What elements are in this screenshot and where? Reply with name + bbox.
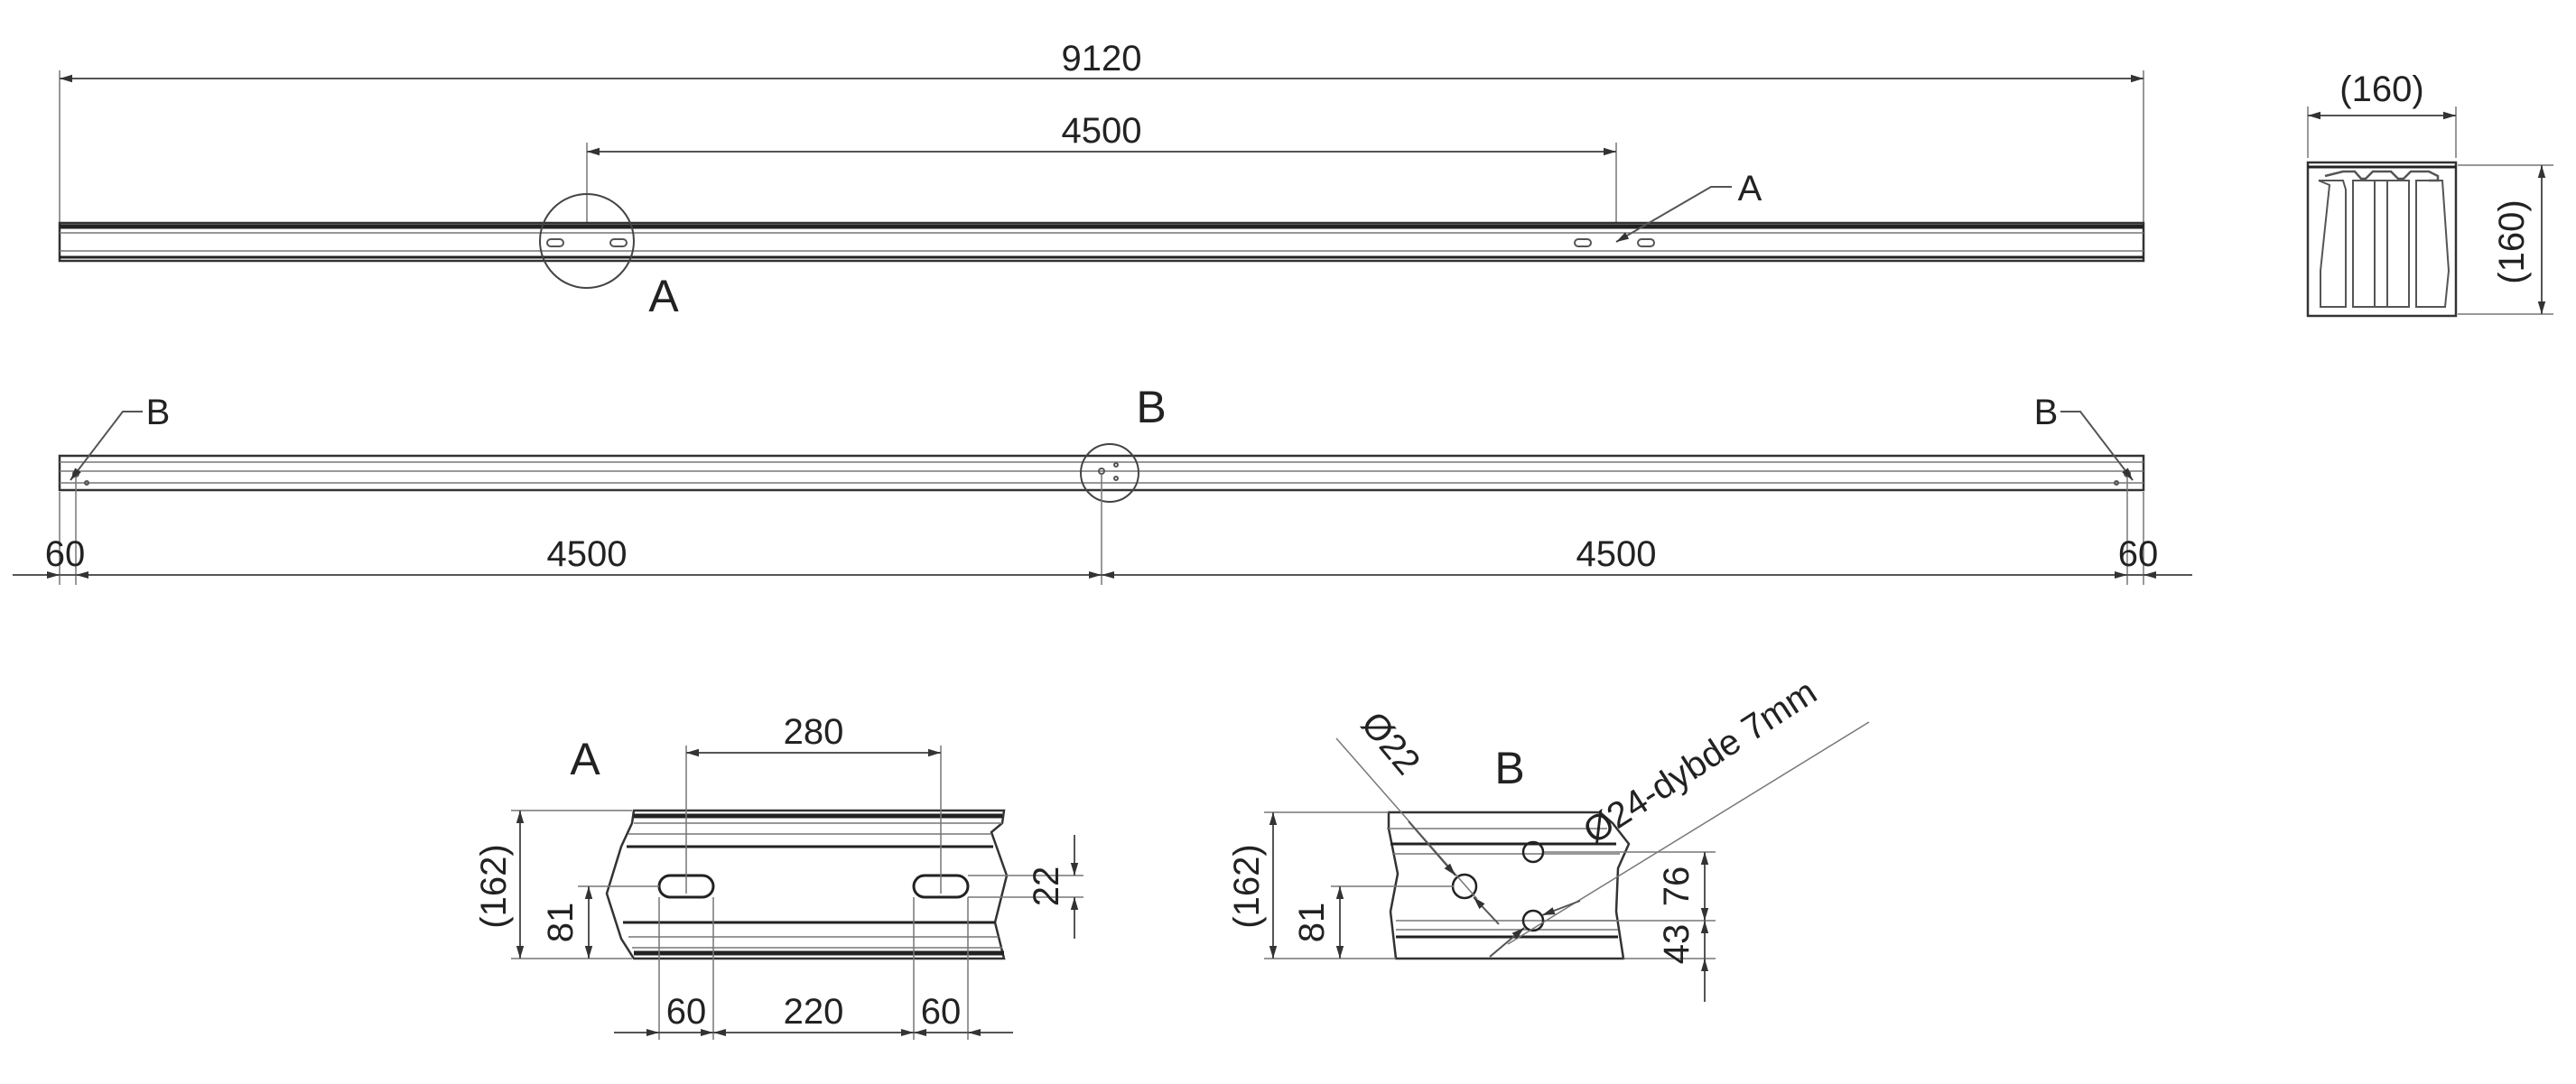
section-view: (160) (160) xyxy=(2306,69,2553,318)
detail-b-upper-offset: 76 xyxy=(1657,866,1697,907)
detail-b-title: B xyxy=(1494,743,1524,793)
detail-a-slot-width: 22 xyxy=(1027,866,1066,907)
callout-leader-a-label: A xyxy=(1738,169,1762,208)
detail-b: B Ø22 Ø24-dybde 7mm (162) 81 xyxy=(1227,672,1870,1002)
detail-circle-b xyxy=(1080,443,1139,503)
detail-b-center-height: 81 xyxy=(1292,903,1332,943)
detail-a-slot-spacing: 280 xyxy=(784,712,844,752)
callout-leader-b-left xyxy=(70,411,143,481)
detail-a-title: A xyxy=(570,734,600,784)
detail-b-height: (162) xyxy=(1227,844,1267,928)
detail-a-height: (162) xyxy=(474,844,514,928)
detail-b-hole-upper xyxy=(1521,840,1545,864)
detail-a-edge-right: 60 xyxy=(921,992,962,1032)
detail-circle-b-label: B xyxy=(1136,382,1166,432)
callout-leader-b-left-label: B xyxy=(146,393,171,432)
slot xyxy=(609,238,628,247)
end-offset-right: 60 xyxy=(2118,534,2159,574)
detail-b-outline xyxy=(1387,811,1631,960)
detail-a-center-height: 81 xyxy=(541,903,581,943)
detail-circle-a xyxy=(539,193,635,289)
detail-b-counterbore: Ø24-dybde 7mm xyxy=(1576,672,1824,852)
beam-cross-section xyxy=(2306,161,2458,318)
spacing-left: 4500 xyxy=(547,534,628,574)
top-view: 9120 4500 A A xyxy=(58,39,2145,321)
length-dimension: 9120 xyxy=(1062,39,1142,79)
detail-a-edge-left: 60 xyxy=(666,992,707,1032)
side-view: B B B 60 4500 4500 60 xyxy=(13,382,2192,585)
detail-a: A 280 (162) 81 22 xyxy=(474,712,1083,1040)
detail-circle-a-label: A xyxy=(648,271,679,321)
slot xyxy=(1637,238,1655,247)
end-offset-left: 60 xyxy=(45,534,86,574)
beam-top xyxy=(58,221,2145,263)
hole-spacing-dimension: 4500 xyxy=(1062,111,1142,151)
callout-leader-a xyxy=(1615,186,1732,243)
slot xyxy=(1574,238,1592,247)
slot xyxy=(546,238,564,247)
section-width-dimension: (160) xyxy=(2339,69,2423,109)
detail-a-slot-gap: 220 xyxy=(784,992,844,1032)
detail-b-hole-lower xyxy=(1521,909,1545,932)
callout-leader-b-right xyxy=(2060,411,2134,481)
detail-b-lower-offset: 43 xyxy=(1657,924,1697,965)
callout-leader-b-right-label: B xyxy=(2034,393,2059,432)
section-height-dimension: (160) xyxy=(2492,199,2532,283)
spacing-right: 4500 xyxy=(1576,534,1657,574)
